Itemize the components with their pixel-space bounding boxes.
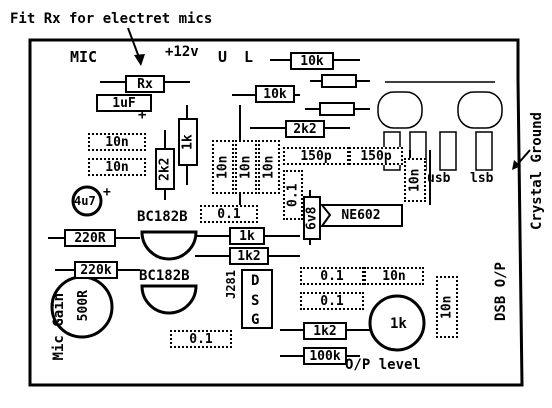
capacitor-0.1-r1: 0.1 [300, 267, 364, 285]
crystal-ground-arrowhead [512, 160, 521, 170]
resistor-220k: 220k [74, 261, 118, 279]
capacitor-0.1-vertical: 0.1 [283, 170, 303, 220]
supply-label: +12v [165, 44, 199, 60]
capacitor-10n-v3: 10n [258, 140, 280, 194]
annotation-text: Fit Rx for electret mics [10, 11, 213, 27]
crystal-ground-label: Crystal Ground [529, 112, 545, 231]
crystal-ground-arrow [515, 149, 531, 167]
capacitor-10n-out: 10n [436, 276, 458, 338]
ne602-body [319, 204, 403, 227]
dsb-op-label: DSB O/P [493, 262, 509, 322]
cap-4u7-body [71, 185, 103, 217]
cap-plus-marker: + [103, 185, 111, 200]
ic-ne602: NE602 [341, 207, 381, 223]
bc182b-2-label: BC182B [139, 268, 190, 284]
resistor-1k-mid: 1k [229, 227, 265, 245]
resistor-1k-vertical: 1k [178, 118, 198, 166]
capacitor-10n-xtal: 10n [404, 158, 426, 202]
bc182b-1-label: BC182B [137, 209, 188, 225]
mic-label: MIC [70, 48, 98, 66]
op-level-label: O/P level [345, 357, 421, 373]
lsb-label: lsb [470, 171, 494, 186]
capacitor-0.1-mid: 0.1 [200, 205, 258, 223]
capacitor-1uf: 1uF [96, 94, 152, 112]
pot-1k: 1k [390, 316, 407, 332]
resistor-10k-2: 10k [255, 85, 295, 103]
resistor-100k: 100k [303, 347, 347, 365]
capacitor-10n-r: 10n [364, 267, 424, 285]
resistor-10k-1: 10k [290, 52, 334, 70]
s-pin-label: S [251, 293, 260, 309]
capacitor-150p-2: 150p [349, 147, 403, 165]
capacitor-150p-1: 150p [283, 147, 349, 165]
l-label: L [244, 48, 254, 66]
capacitor-0.1-bot: 0.1 [170, 330, 232, 348]
capacitor-0.1-r2: 0.1 [300, 292, 364, 310]
resistor-2k2-vertical: 2k2 [155, 148, 175, 190]
j281-body [241, 269, 273, 329]
usb-label: usb [427, 171, 451, 186]
capacitor-10n-v1: 10n [212, 140, 234, 194]
j281-label: J281 [224, 270, 238, 299]
g-pin-label: G [251, 312, 260, 328]
capacitor-10n-v2: 10n [235, 140, 257, 194]
zener-6v8: 6v8 [303, 196, 321, 240]
resistor-1k2-mid: 1k2 [229, 247, 269, 265]
resistor-rx: Rx [125, 75, 165, 93]
bc182b-1-body [140, 230, 198, 261]
capacitor-10n-1: 10n [88, 133, 146, 151]
plus-marker: + [138, 107, 147, 123]
resistor-1k2-bot: 1k2 [303, 322, 347, 340]
resistor-body-1 [321, 74, 357, 88]
pot-500r: 500R [76, 290, 91, 322]
mic-gain-label: Mic Gain [51, 293, 67, 361]
board-outline [28, 38, 524, 387]
resistor-2k2-top: 2k2 [285, 120, 325, 138]
annotation-arrowhead [134, 54, 145, 66]
d-pin-label: D [251, 273, 260, 289]
capacitor-10n-2: 10n [88, 158, 146, 176]
u-label: U [218, 48, 228, 66]
resistor-220r: 220R [64, 229, 116, 247]
capacitor-4u7: 4u7 [74, 194, 96, 208]
resistor-body-2 [319, 102, 355, 116]
pot-1k-body [368, 294, 426, 352]
bc182b-2-body [140, 284, 198, 315]
crystals [377, 81, 503, 171]
